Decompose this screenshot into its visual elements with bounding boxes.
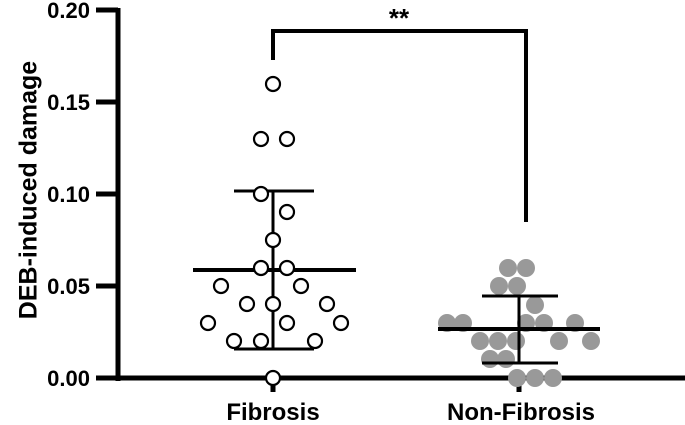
y-axis: 0.20 0.15 0.10 0.05 0.00 bbox=[47, 0, 121, 391]
non-fibrosis-data-point bbox=[490, 277, 508, 295]
fibrosis-data-point bbox=[278, 259, 296, 277]
fibrosis-data-point bbox=[332, 314, 350, 332]
non-fibrosis-data-point bbox=[544, 369, 562, 387]
fibrosis-data-point bbox=[264, 231, 282, 249]
y-tick-label: 0.00 bbox=[47, 366, 90, 391]
significance-marker: ** bbox=[389, 3, 410, 33]
fibrosis-data-point bbox=[212, 277, 230, 295]
non-fibrosis-data-point bbox=[508, 277, 526, 295]
x-axis: Fibrosis Non-Fibrosis bbox=[116, 375, 685, 425]
y-axis-label: DEB-induced damage bbox=[15, 61, 43, 319]
fibrosis-data-point bbox=[238, 295, 256, 313]
fibrosis-data-point bbox=[278, 314, 296, 332]
non-fibrosis-data-point bbox=[471, 332, 489, 350]
fibrosis-data-point bbox=[278, 203, 296, 221]
y-tick-label: 0.15 bbox=[47, 90, 90, 115]
fibrosis-points bbox=[199, 75, 350, 387]
non-fibrosis-data-point bbox=[499, 259, 517, 277]
non-fibrosis-data-point bbox=[508, 369, 526, 387]
non-fibrosis-data-point bbox=[517, 259, 535, 277]
fibrosis-data-point bbox=[199, 314, 217, 332]
fibrosis-data-point bbox=[292, 277, 310, 295]
non-fibrosis-data-point bbox=[489, 332, 507, 350]
fibrosis-data-point bbox=[252, 259, 270, 277]
x-category-label-fibrosis: Fibrosis bbox=[226, 399, 319, 425]
y-tick-label: 0.20 bbox=[47, 0, 90, 23]
non-fibrosis-data-point bbox=[526, 296, 544, 314]
fibrosis-data-point bbox=[264, 369, 282, 387]
fibrosis-mean-sd bbox=[193, 189, 356, 351]
fibrosis-data-point bbox=[225, 332, 243, 350]
non-fibrosis-points bbox=[438, 259, 600, 387]
fibrosis-data-point bbox=[252, 185, 270, 203]
fibrosis-data-point bbox=[264, 295, 282, 313]
non-fibrosis-mean-sd bbox=[438, 294, 600, 365]
non-fibrosis-data-point bbox=[481, 350, 499, 368]
fibrosis-data-point bbox=[252, 130, 270, 148]
fibrosis-data-point bbox=[264, 75, 282, 93]
fibrosis-data-point bbox=[318, 295, 336, 313]
non-fibrosis-data-point bbox=[497, 350, 515, 368]
fibrosis-data-point bbox=[278, 130, 296, 148]
non-fibrosis-data-point bbox=[582, 332, 600, 350]
x-category-label-non-fibrosis: Non-Fibrosis bbox=[447, 399, 595, 425]
fibrosis-data-point bbox=[306, 332, 324, 350]
fibrosis-data-point bbox=[252, 332, 270, 350]
y-tick-label: 0.05 bbox=[47, 274, 90, 299]
y-tick-label: 0.10 bbox=[47, 182, 90, 207]
non-fibrosis-data-point bbox=[550, 332, 568, 350]
significance-bracket: ** bbox=[271, 3, 528, 222]
non-fibrosis-data-point bbox=[526, 369, 544, 387]
non-fibrosis-data-point bbox=[507, 332, 525, 350]
